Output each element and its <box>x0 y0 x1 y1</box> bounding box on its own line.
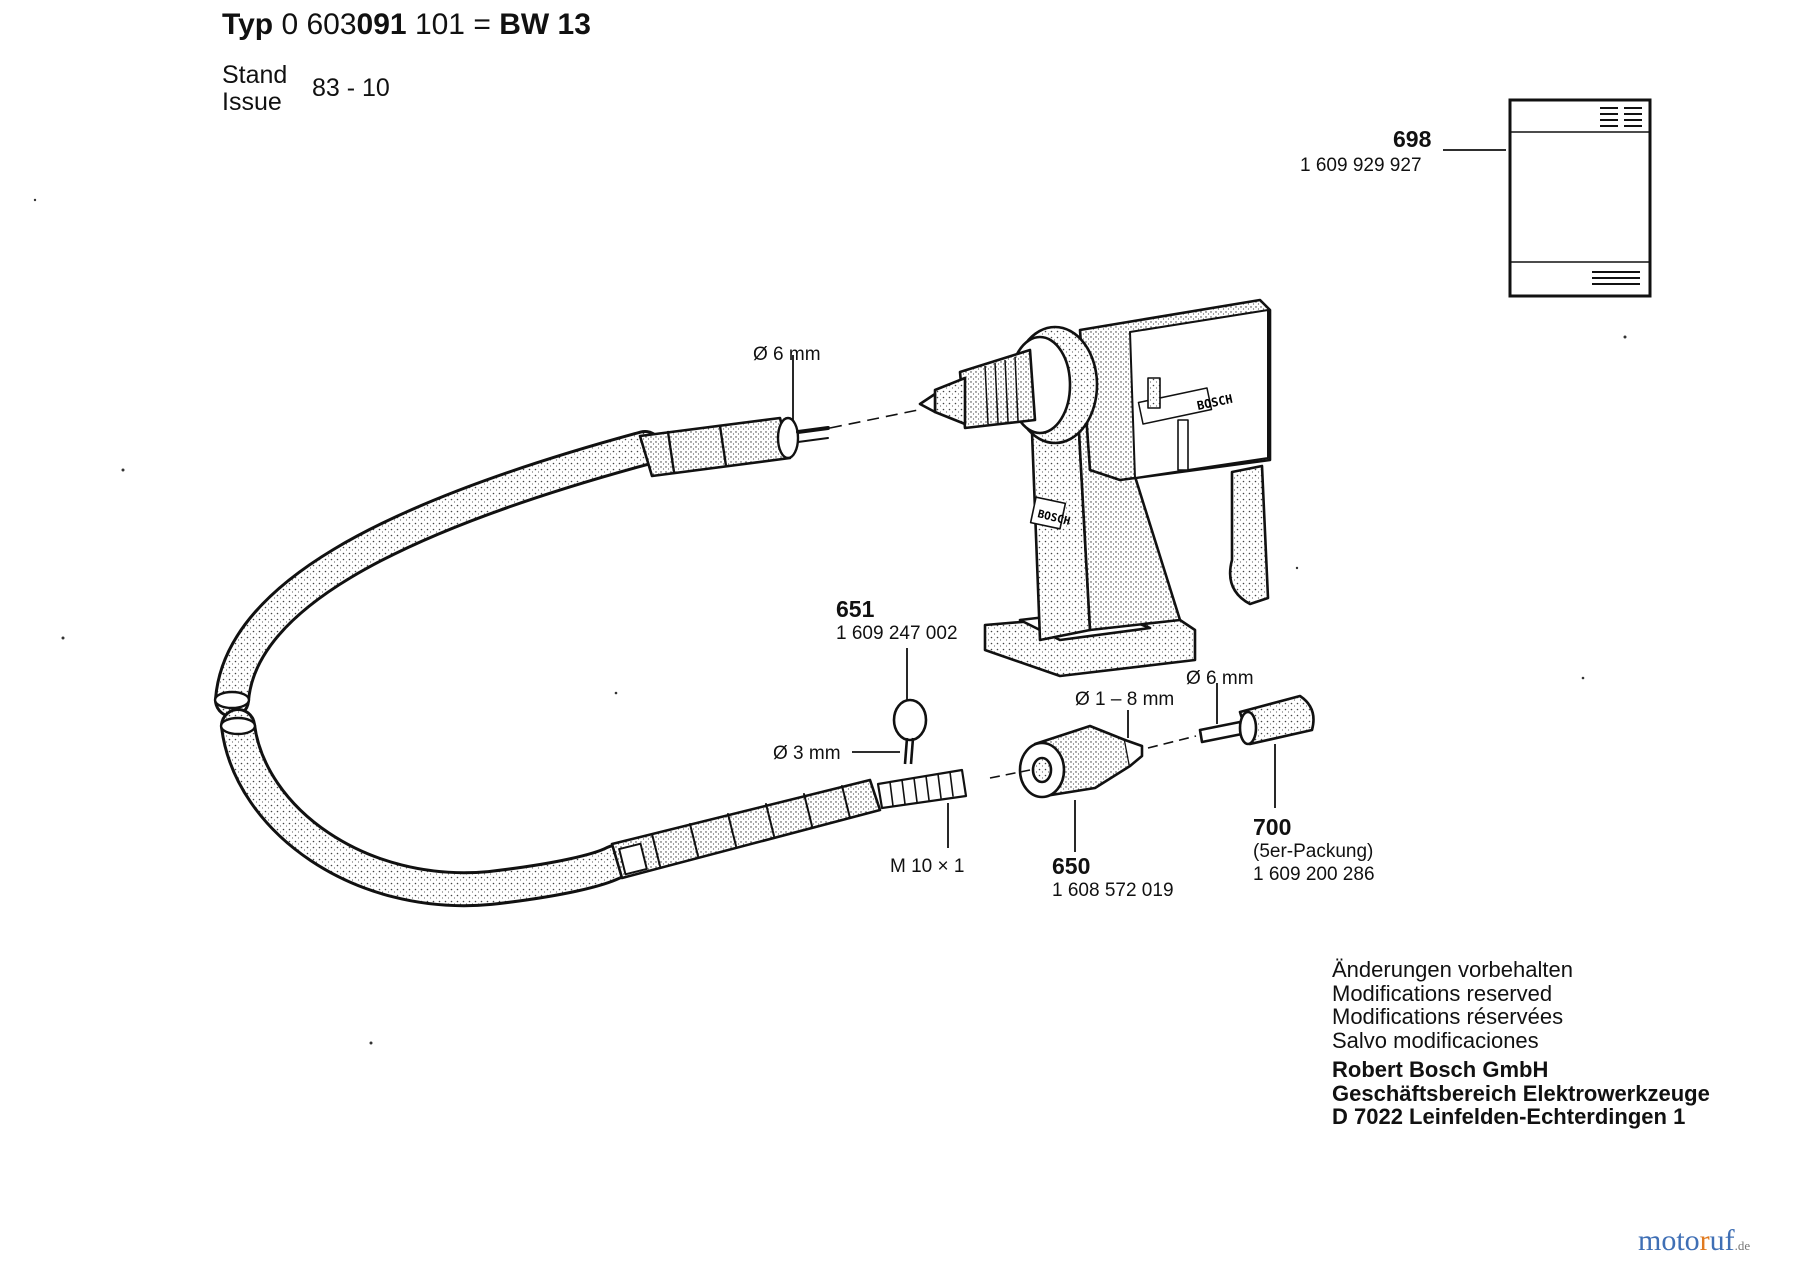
notice-en: Modifications reserved <box>1332 980 1553 1006</box>
part-number-651: 651 <box>836 596 875 622</box>
company-division: Geschäftsbereich Elektrowerkzeuge <box>1332 1080 1710 1106</box>
notice-de: Änderungen vorbehalten <box>1332 957 1573 982</box>
part-note-700: (5er-Packung) <box>1253 841 1374 862</box>
model-name: BW 13 <box>499 8 591 41</box>
part-number-698: 698 <box>1393 126 1432 152</box>
dim-chuck-range: Ø 1 – 8 mm <box>1075 689 1175 710</box>
pin-651 <box>892 698 928 765</box>
flexible-shaft <box>213 416 968 908</box>
dim-pin-diameter: Ø 3 mm <box>773 743 841 764</box>
dim-shaft-diameter: Ø 6 mm <box>753 344 821 365</box>
typ-number-c: 101 <box>414 8 465 41</box>
dim-bit-diameter: Ø 6 mm <box>1186 668 1254 689</box>
typ-number-b: 091 <box>356 8 407 41</box>
company-address: D 7022 Leinfelden-Echterdingen 1 <box>1332 1104 1686 1129</box>
centerline-chuck-left <box>989 769 1031 779</box>
centerline-chuck-right <box>1147 735 1197 749</box>
part-code-650: 1 608 572 019 <box>1052 880 1174 901</box>
typ-equals: = <box>473 8 491 41</box>
part-number-650: 650 <box>1052 853 1091 879</box>
notice-es: Salvo modificaciones <box>1332 1027 1539 1053</box>
centerline-top <box>829 409 919 429</box>
scan-specks <box>33 198 1627 1045</box>
typ-label: Typ <box>222 8 274 41</box>
part-code-698: 1 609 929 927 <box>1300 155 1422 176</box>
type-heading: Typ 0 603091 101 = BW 13 <box>222 10 591 40</box>
typ-number-a: 0 603 <box>281 8 357 41</box>
footer-notice: Änderungen vorbehalten Modifications res… <box>1332 958 1710 1129</box>
stand-label: Stand <box>222 61 288 89</box>
manual-booklet <box>1508 98 1652 298</box>
chuck-650 <box>1018 724 1144 799</box>
part-code-651: 1 609 247 002 <box>836 623 958 644</box>
power-drill <box>918 298 1272 606</box>
bit-700 <box>1198 694 1315 746</box>
part-number-700: 700 <box>1253 814 1292 840</box>
dim-thread: M 10 × 1 <box>890 856 965 877</box>
watermark-logo: motoruf.de <box>1638 1224 1751 1257</box>
stand-issue-labels: Stand Issue <box>222 62 287 116</box>
company-name: Robert Bosch GmbH <box>1332 1057 1549 1082</box>
part-code-700: 1 609 200 286 <box>1253 864 1375 885</box>
issue-label: Issue <box>222 88 282 116</box>
notice-fr: Modifications réservées <box>1332 1004 1564 1029</box>
issue-value: 83 - 10 <box>312 74 390 102</box>
